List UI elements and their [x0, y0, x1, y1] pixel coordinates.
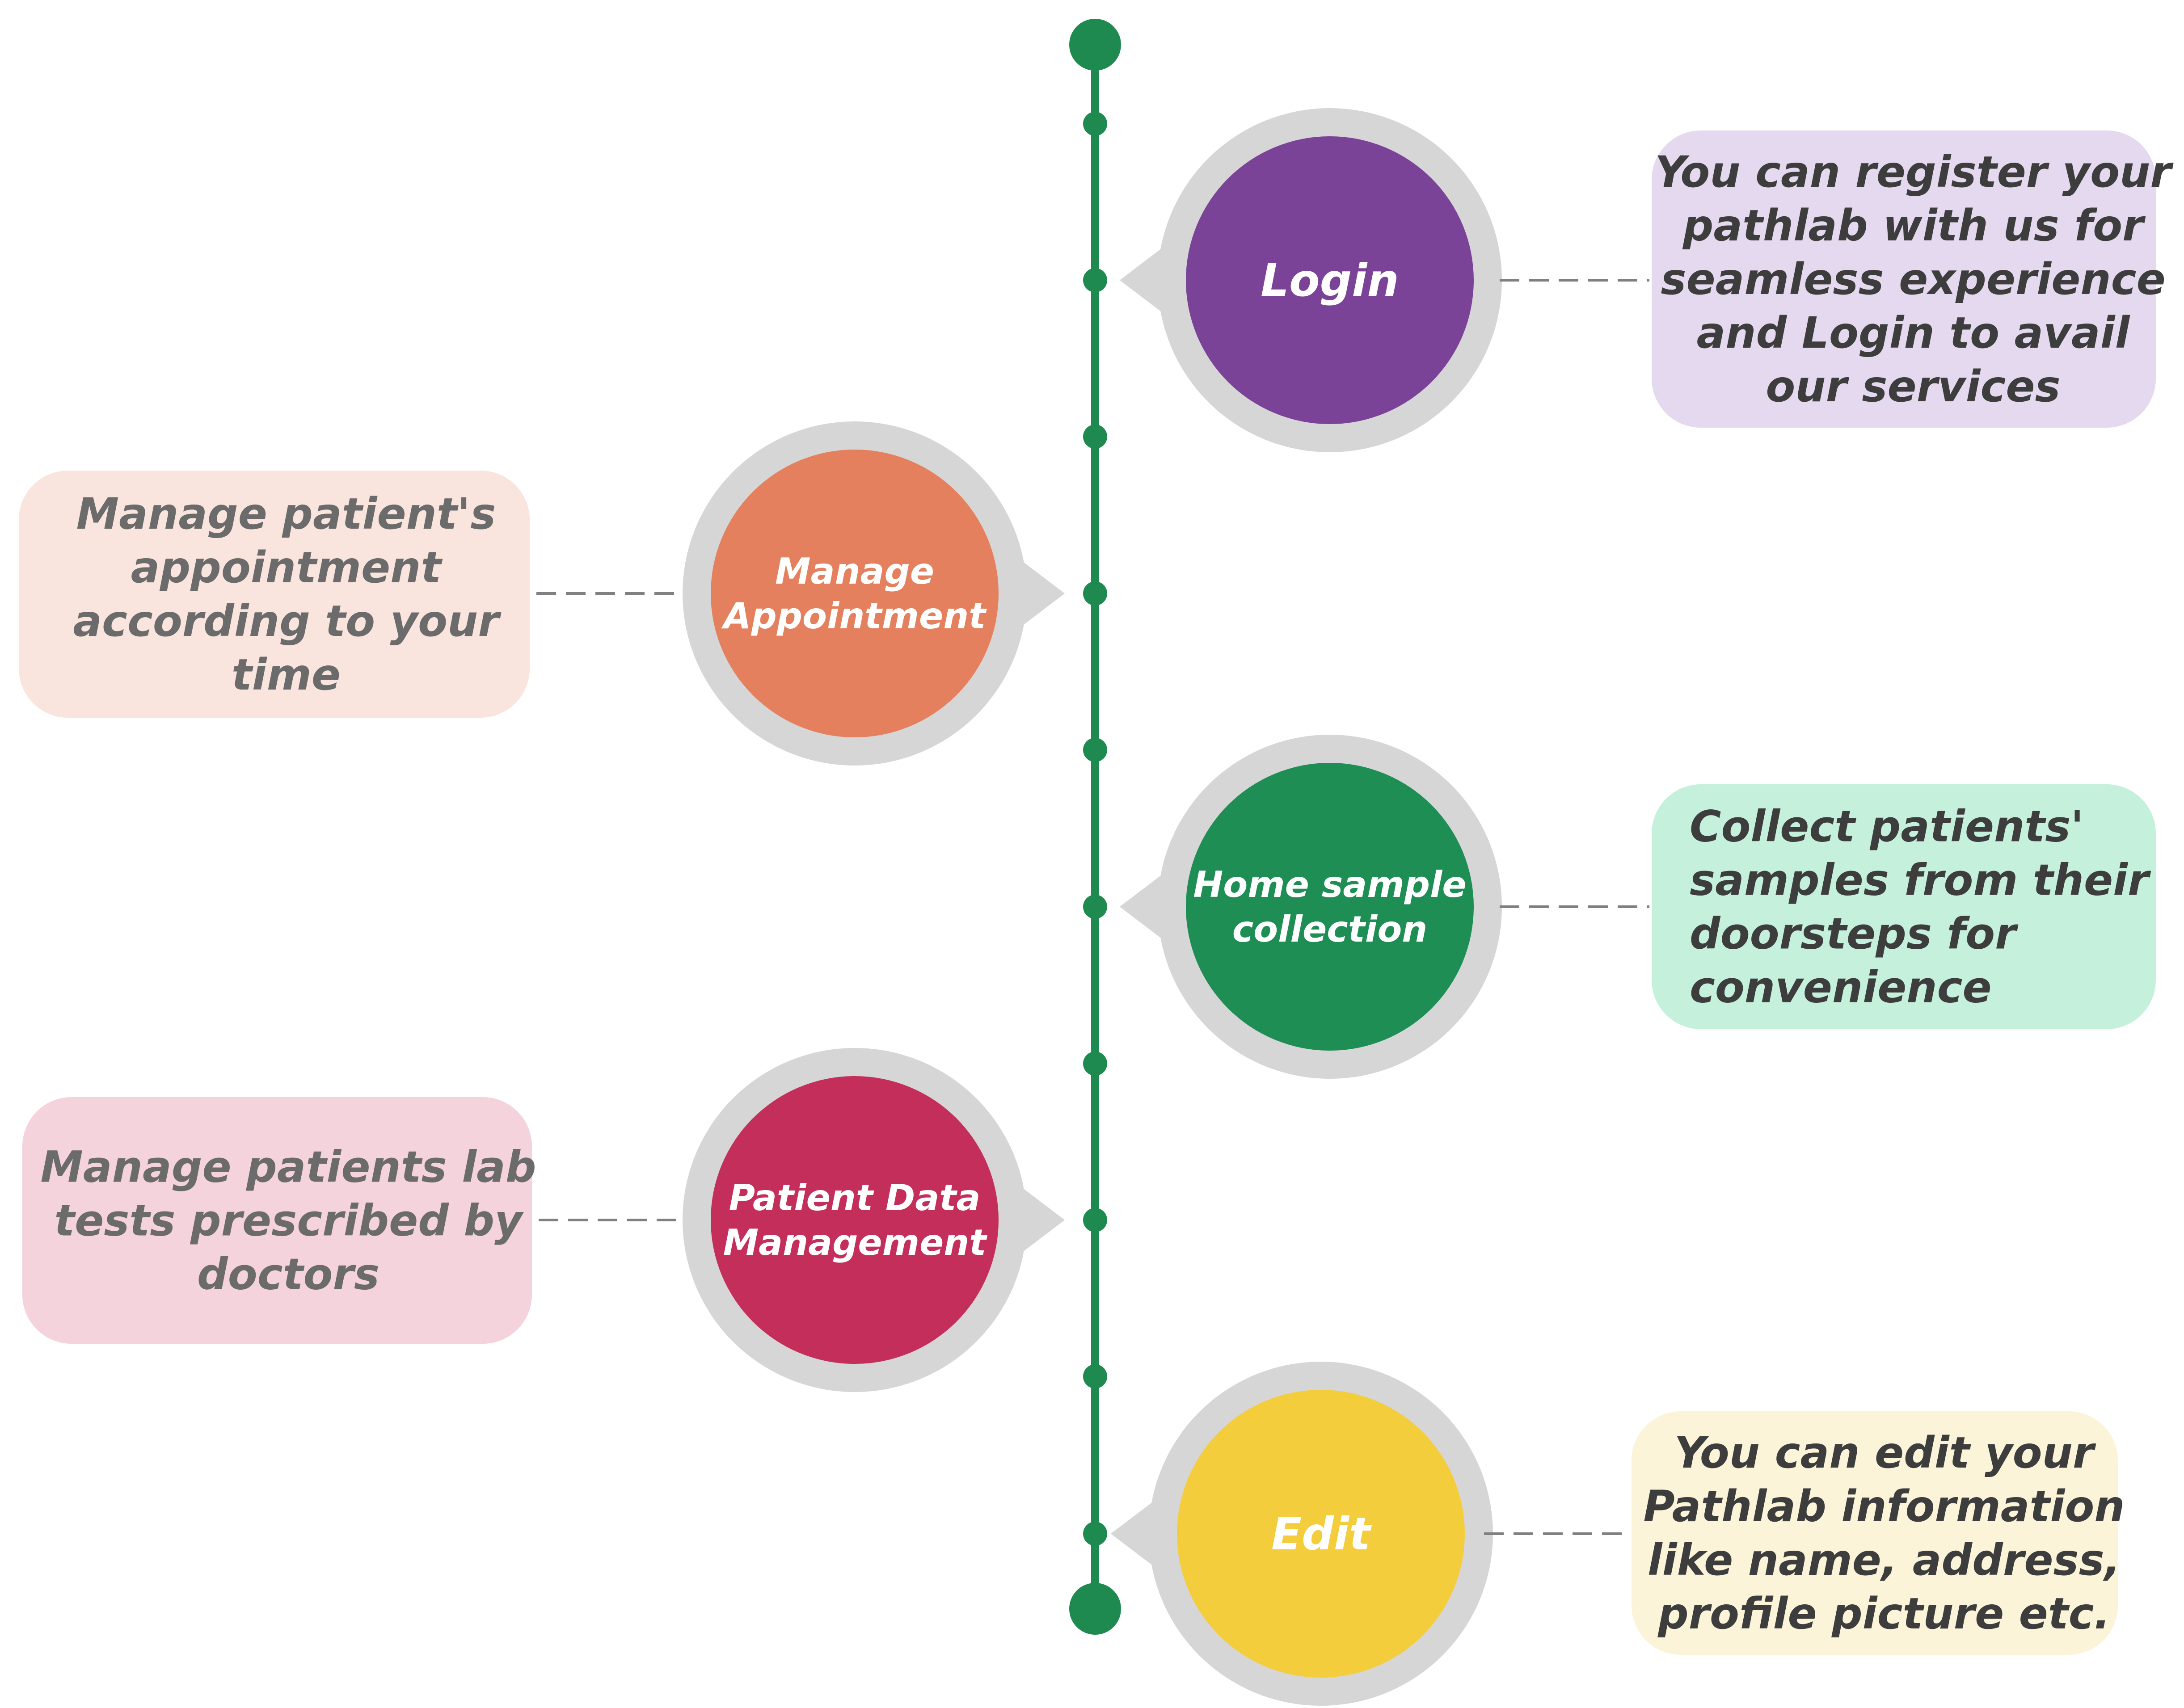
- step-1-description-line: You can register your: [1655, 147, 2174, 197]
- step-2-description-line: according to your: [73, 596, 502, 646]
- step-2-description-line: appointment: [131, 543, 443, 593]
- timeline-tick-dot: [1083, 425, 1107, 449]
- timeline-tick-dot: [1083, 1364, 1107, 1388]
- step-4-description-line: doctors: [197, 1249, 379, 1300]
- timeline-tick-dot: [1083, 738, 1107, 762]
- step-2-description-line: Manage patient's: [76, 489, 496, 539]
- timeline-end-cap: [1069, 1583, 1121, 1635]
- step-3-description-box: [1652, 784, 2156, 1029]
- step-1-circle[interactable]: [1186, 136, 1474, 424]
- step-2-description-line: time: [232, 650, 341, 700]
- step-2-title-line: Manage: [775, 551, 934, 592]
- timeline-start-cap: [1069, 19, 1121, 71]
- step-5-description-line: You can edit your: [1674, 1428, 2096, 1478]
- step-4-description-box: [22, 1097, 532, 1344]
- step-1-description-line: and Login to avail: [1697, 308, 2130, 358]
- timeline-tick-dot: [1083, 1208, 1107, 1232]
- step-1-description-line: our services: [1766, 362, 2060, 412]
- step-5-description-line: like name, address,: [1648, 1535, 2121, 1585]
- step-2-description-box: [19, 471, 530, 718]
- step-1-description-box: [1652, 130, 2156, 428]
- step-2-circle[interactable]: [711, 450, 999, 737]
- step-5-description-box: [1632, 1411, 2118, 1655]
- timeline-tick-dot: [1083, 1522, 1107, 1546]
- step-3-description-line: samples from their: [1690, 855, 2151, 905]
- step-3-description-line: Collect patients': [1690, 802, 2084, 852]
- step-3-description-line: convenience: [1690, 963, 1992, 1013]
- timeline-tick-dot: [1083, 581, 1107, 606]
- step-5-title-line: Edit: [1271, 1508, 1372, 1560]
- step-4-title-line: Patient Data: [729, 1177, 980, 1219]
- step-5-description-line: Pathlab information: [1643, 1481, 2125, 1531]
- step-4-description-line: Manage patients lab: [40, 1142, 536, 1192]
- timeline-tick-dot: [1083, 895, 1107, 919]
- step-3-circle[interactable]: [1186, 763, 1474, 1051]
- step-3-title-line: Home sample: [1193, 864, 1466, 905]
- step-4-title-line: Management: [723, 1222, 988, 1263]
- step-3-title-line: collection: [1232, 909, 1427, 950]
- timeline-tick-dot: [1083, 1052, 1107, 1076]
- step-1-description-line: pathlab with us for: [1682, 201, 2146, 251]
- timeline-tick-dot: [1083, 112, 1107, 136]
- step-4-circle[interactable]: [711, 1076, 999, 1364]
- step-4-description-line: tests prescribed by: [54, 1196, 524, 1246]
- step-1-description-line: seamless experience: [1661, 254, 2165, 304]
- step-5-circle[interactable]: [1177, 1390, 1465, 1678]
- step-3-description-line: doorsteps for: [1690, 909, 2019, 959]
- timeline-tick-dot: [1083, 268, 1107, 292]
- step-1-title-line: Login: [1261, 254, 1399, 307]
- step-2-title-line: Appointment: [721, 595, 987, 637]
- step-5-description-line: profile picture etc.: [1657, 1589, 2110, 1639]
